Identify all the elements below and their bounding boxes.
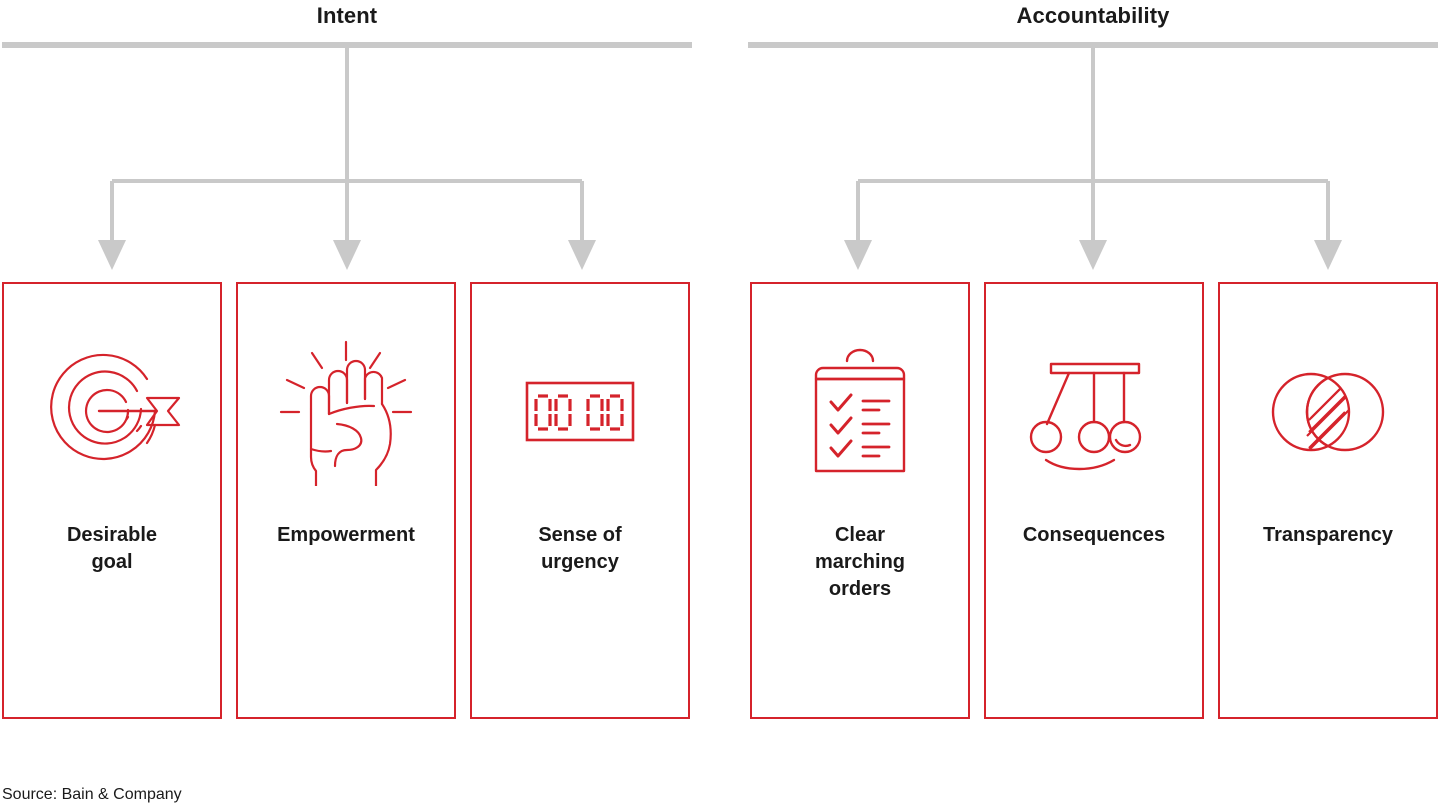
arrowhead-accountability-1 (844, 240, 872, 270)
card-label-transparency: Transparency (1262, 524, 1394, 546)
card-desirable-goal[interactable]: Desirable goal (2, 282, 222, 719)
card-transparency[interactable]: Transparency (1218, 282, 1438, 719)
group-rail-accountability (748, 42, 1438, 48)
card-label-desirable-goal: Desirable goal (66, 524, 158, 573)
card-label-sense-of-urgency: Sense of urgency (538, 524, 622, 573)
group-rail-intent (2, 42, 692, 48)
card-clear-marching-orders[interactable]: Clear marching orders (750, 282, 970, 719)
card-icon-wrap-desirable-goal (4, 336, 220, 486)
card-icon-wrap-empowerment (238, 336, 454, 486)
raised-fist-icon (279, 340, 413, 486)
arrowhead-intent-3 (568, 240, 596, 270)
source-note: Source: Bain & Company (2, 786, 182, 803)
group-title-accountability: Accountability (1016, 3, 1170, 28)
newtons-cradle-icon (1029, 362, 1142, 471)
card-icon-wrap-clear-marching-orders (752, 336, 968, 486)
card-icon-wrap-consequences (986, 336, 1202, 486)
group-title-intent: Intent (316, 3, 378, 28)
digital-timer-icon (525, 381, 635, 442)
card-icon-wrap-transparency (1220, 336, 1436, 486)
clipboard-checklist-icon (814, 348, 906, 473)
card-icon-wrap-sense-of-urgency (472, 336, 688, 486)
card-label-consequences: Consequences (1022, 524, 1166, 546)
venn-diagram-icon (1271, 372, 1385, 452)
card-label-empowerment: Empowerment (277, 524, 415, 546)
card-empowerment[interactable]: Empowerment (236, 282, 456, 719)
arrowhead-intent-2 (333, 240, 361, 270)
arrowhead-accountability-3 (1314, 240, 1342, 270)
card-sense-of-urgency[interactable]: Sense of urgency (470, 282, 690, 719)
arrowhead-accountability-2 (1079, 240, 1107, 270)
card-label-clear-marching-orders: Clear marching orders (814, 524, 906, 600)
card-consequences[interactable]: Consequences (984, 282, 1204, 719)
arrowhead-intent-1 (98, 240, 126, 270)
target-arrow-icon (50, 353, 181, 461)
